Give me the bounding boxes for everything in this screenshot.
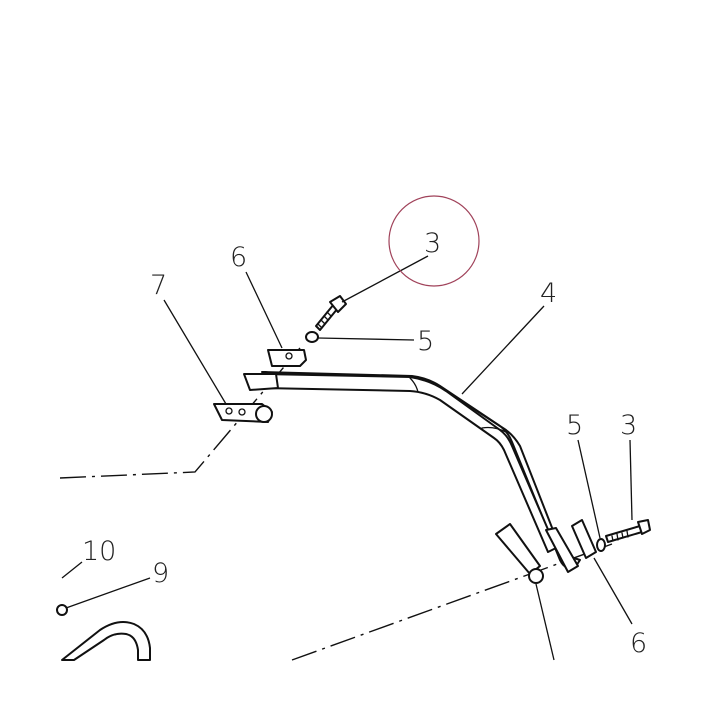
handle-bar-outline <box>261 371 581 569</box>
callout-left-bracket: 7 <box>150 270 167 301</box>
handle-left-end-plate <box>243 373 279 391</box>
callout-top-washer: 5 <box>417 326 434 357</box>
callout-top-clamp: 6 <box>230 242 247 273</box>
leader-right-bolt <box>629 439 633 521</box>
right-clamp <box>571 519 597 559</box>
left-axis-line <box>59 347 301 479</box>
leader-top-bolt <box>341 255 429 303</box>
leader-handle <box>461 305 545 395</box>
callout-handle: 4 <box>540 278 557 309</box>
lower-left-parts <box>56 604 151 661</box>
leader-top-clamp <box>245 271 283 349</box>
right-bolt-thread <box>611 530 629 542</box>
lower-nut <box>56 604 68 616</box>
right-bolt-head <box>637 519 651 535</box>
upper-washer <box>305 331 319 343</box>
upper-clamp-hole <box>285 352 293 360</box>
leader-lower-cap <box>61 561 83 579</box>
leader-lower-bracket <box>535 583 555 661</box>
upper-clamp <box>267 349 307 367</box>
left-bracket <box>213 403 273 423</box>
handle-bend-mark-upper <box>409 377 419 393</box>
right-bolt <box>605 519 651 543</box>
upper-bolt <box>315 295 347 331</box>
lower-frame-tube <box>61 621 151 661</box>
leader-right-washer <box>577 439 601 539</box>
leader-top-washer <box>317 337 415 341</box>
right-washer <box>596 538 606 552</box>
handle-right-end-fork <box>545 527 579 573</box>
left-bracket-hole-2 <box>238 408 246 416</box>
right-bolt-shank <box>605 525 643 543</box>
leader-lower-nut <box>65 577 151 609</box>
callout-right-clamp: 6 <box>630 628 647 659</box>
callout-lower-cap: 10 <box>82 536 116 567</box>
upper-bolt-thread <box>317 311 332 329</box>
left-bracket-hole-1 <box>225 407 233 415</box>
highlight-circle <box>388 195 480 287</box>
leader-left-bracket <box>163 299 227 405</box>
lower-bracket-body <box>495 523 541 575</box>
callout-right-washer: 5 <box>566 410 583 441</box>
handle-bend-mark-lower <box>481 426 507 433</box>
handle-bar-tube <box>261 373 557 553</box>
lower-bracket <box>495 523 544 584</box>
callout-labels: 3 5 6 7 4 5 3 6 9 10 <box>82 228 647 659</box>
callout-top-bolt: 3 <box>424 228 441 259</box>
lower-bracket-boss <box>528 568 544 584</box>
handle-bar <box>243 371 581 573</box>
callout-right-bolt: 3 <box>620 410 637 441</box>
upper-bolt-head <box>329 295 347 313</box>
leader-lines <box>61 255 633 661</box>
leader-right-clamp <box>593 557 633 625</box>
right-clamp-body <box>571 519 597 559</box>
callout-lower-nut: 9 <box>152 558 169 589</box>
left-bracket-boss <box>255 405 273 423</box>
